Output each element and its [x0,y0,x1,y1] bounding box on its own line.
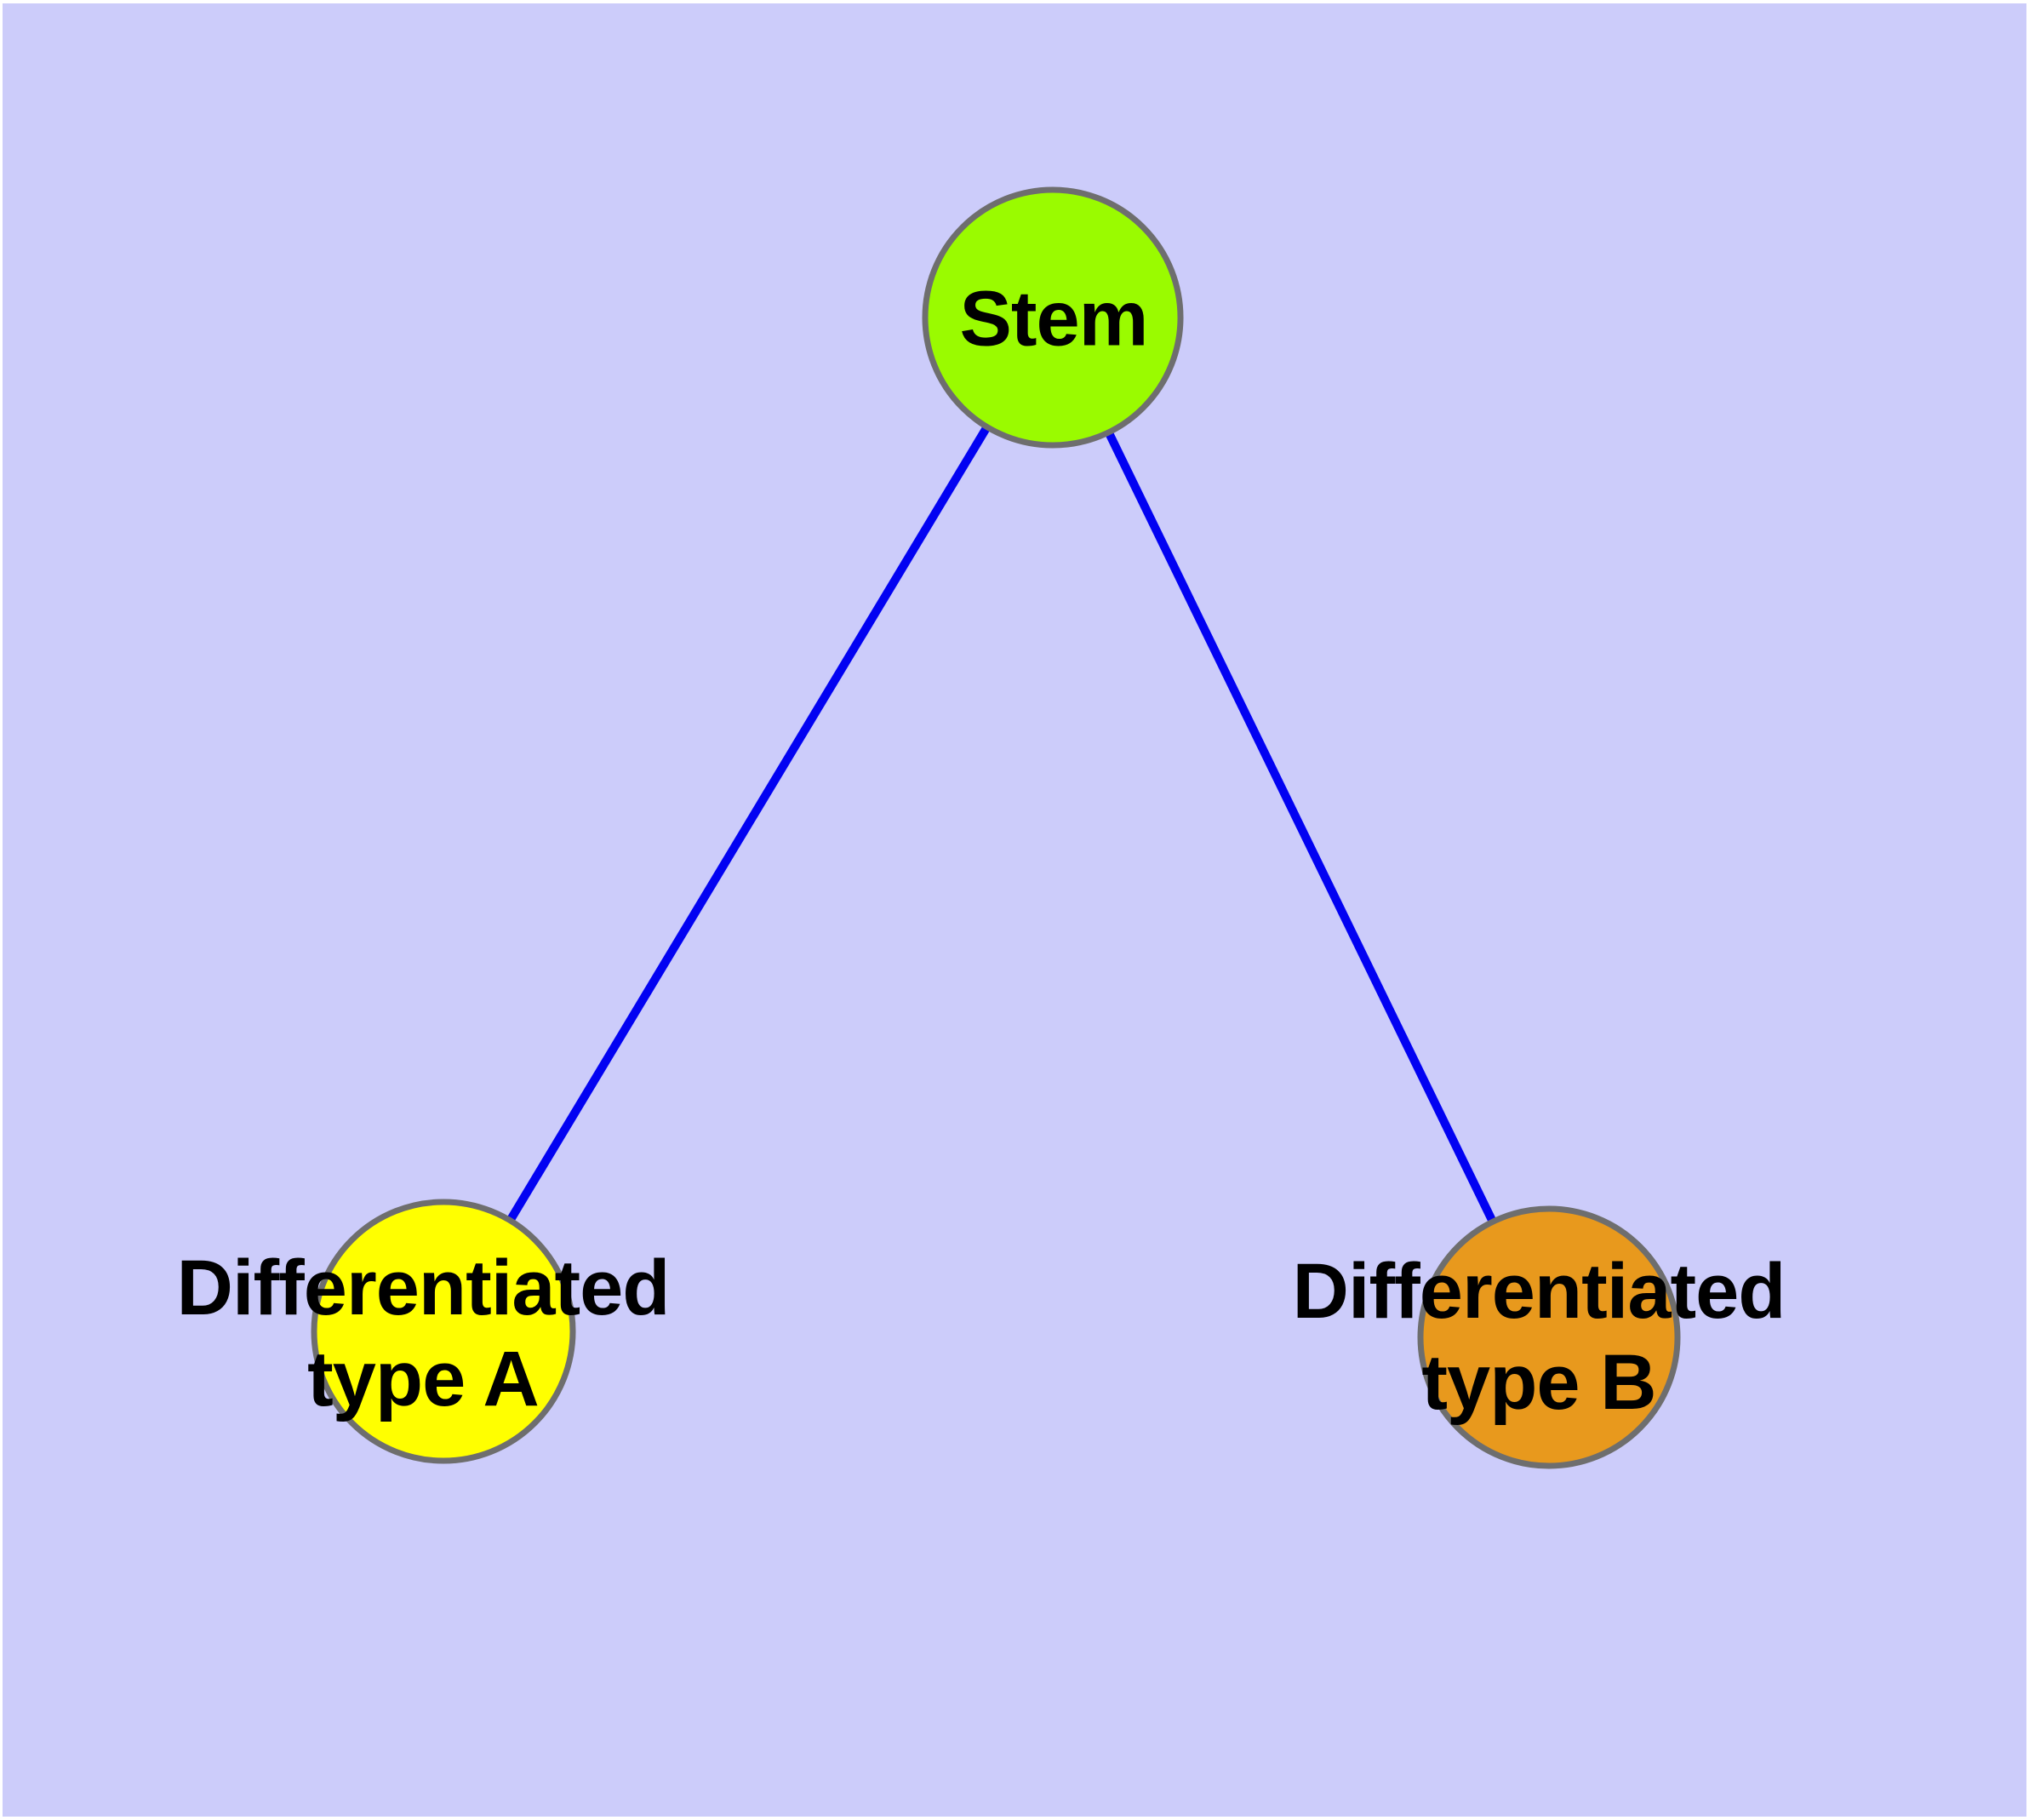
edge-stem-to-type-b [1049,315,1553,1340]
node-stem-label: Stem [959,275,1149,363]
node-type-a-label-line2: type A [307,1336,540,1422]
edge-stem-to-type-a [439,315,1057,1334]
node-type-a-label: Differentiated type A [176,1243,671,1425]
node-type-b[interactable] [1417,1205,1681,1469]
node-type-a-label-line1: Differentiated [176,1245,671,1331]
node-type-b-label-line2: type B [1421,1339,1656,1426]
node-type-b-label: Differentiated type B [1293,1246,1786,1428]
node-stem[interactable] [922,186,1184,449]
node-type-b-label-line1: Differentiated [1292,1248,1786,1335]
node-type-a[interactable] [311,1199,576,1464]
